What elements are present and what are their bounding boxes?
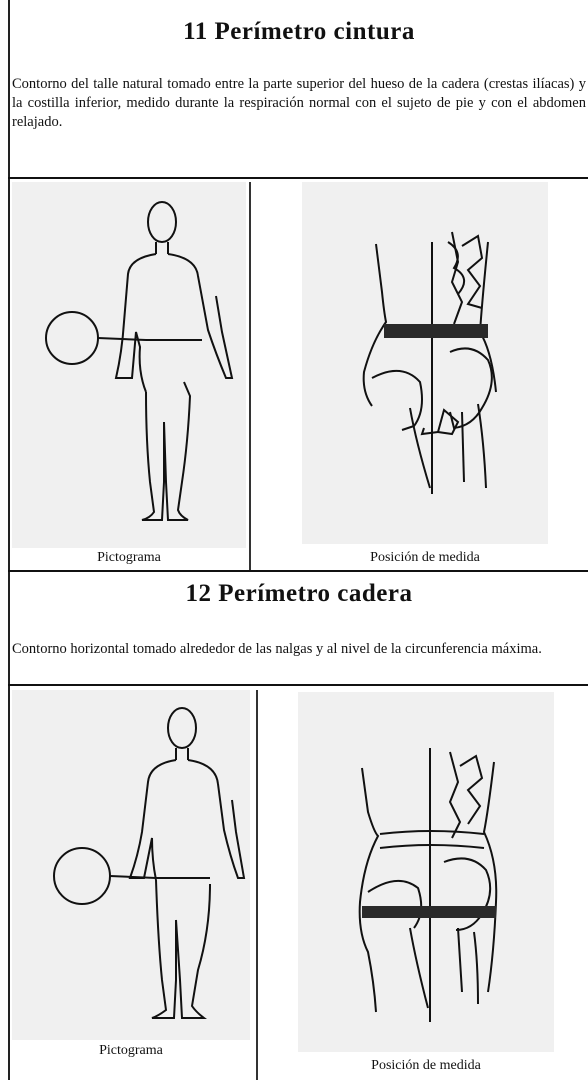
body-pictogram-hip-figure <box>12 690 250 1040</box>
section-12-divider <box>256 690 258 1080</box>
section-11-pictogram-panel <box>12 182 246 548</box>
section-12-pictogram-panel <box>12 690 250 1040</box>
section-11-position-panel <box>302 182 548 544</box>
section-12-caption-pictograma: Pictograma <box>12 1043 250 1059</box>
section-11-rule <box>8 177 588 179</box>
section-11-caption-posicion: Posición de medida <box>302 550 548 566</box>
section-divider-rule <box>8 570 588 572</box>
section-12-caption-posicion: Posición de medida <box>298 1058 554 1074</box>
section-12-position-panel <box>298 692 554 1052</box>
measurement-position-hip <box>298 692 554 1052</box>
measurement-position-waist <box>302 182 548 544</box>
section-12-rule <box>8 684 588 686</box>
section-11-divider <box>249 182 251 570</box>
section-12-title: 12 Perímetro cadera <box>10 580 588 608</box>
body-pictogram-waist-figure <box>12 182 246 548</box>
left-margin-rule <box>8 0 10 1080</box>
section-12-description: Contorno horizontal tomado alrededor de … <box>12 640 586 659</box>
section-11-title: 11 Perímetro cintura <box>10 18 588 46</box>
section-11-description: Contorno del talle natural tomado entre … <box>12 75 586 132</box>
section-11-caption-pictograma: Pictograma <box>12 550 246 566</box>
